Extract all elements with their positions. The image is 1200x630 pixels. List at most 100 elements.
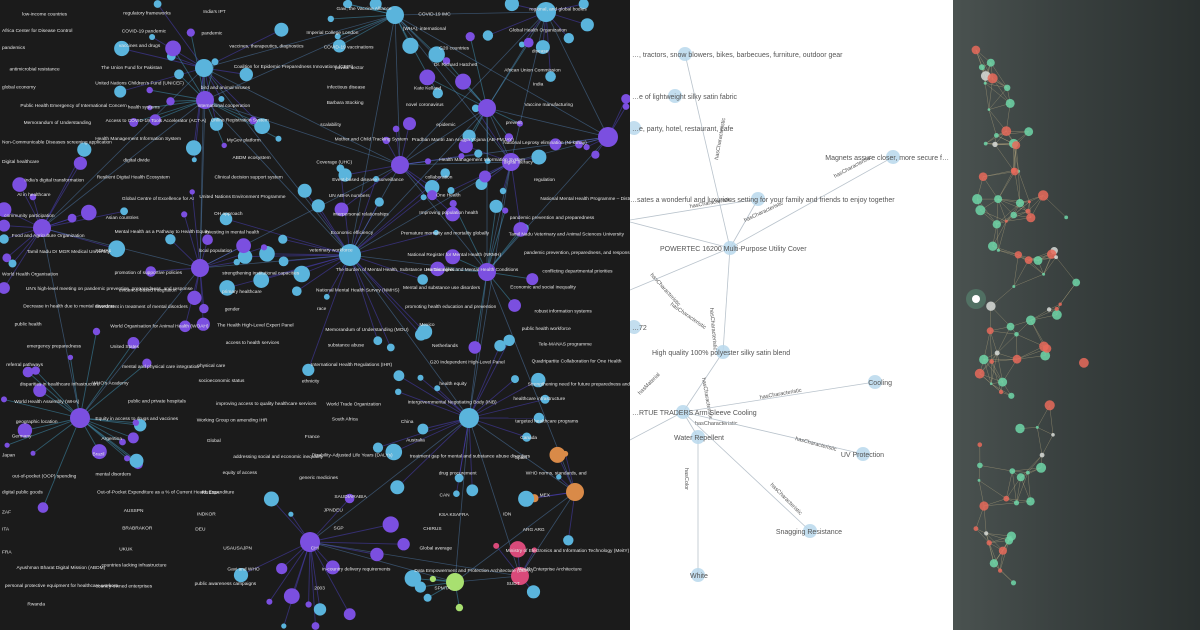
- network-node[interactable]: [186, 140, 202, 156]
- network-node[interactable]: [211, 58, 219, 66]
- network-node[interactable]: [575, 140, 583, 149]
- network-node[interactable]: [449, 200, 457, 208]
- network-node[interactable]: [430, 261, 445, 277]
- network-node[interactable]: [91, 444, 107, 460]
- network-node[interactable]: [370, 547, 384, 562]
- network-node[interactable]: [237, 249, 253, 264]
- kg-node[interactable]: [668, 89, 682, 103]
- network-node[interactable]: [276, 563, 288, 575]
- network-node[interactable]: [424, 180, 440, 195]
- network-node[interactable]: [535, 40, 550, 55]
- network-node[interactable]: [281, 623, 287, 629]
- network-node[interactable]: [179, 320, 191, 333]
- network-node[interactable]: [502, 207, 509, 214]
- network-node[interactable]: [468, 341, 482, 354]
- network-node[interactable]: [263, 491, 279, 507]
- network-node[interactable]: [419, 69, 436, 86]
- network-node[interactable]: [563, 33, 574, 44]
- network-node[interactable]: [311, 199, 325, 213]
- network-node[interactable]: [549, 446, 566, 463]
- network-hub-node[interactable]: [33, 219, 51, 237]
- network-node[interactable]: [494, 340, 506, 352]
- network-node[interactable]: [453, 490, 460, 498]
- network-node[interactable]: [455, 603, 464, 612]
- network-node[interactable]: [327, 15, 334, 23]
- network-node[interactable]: [531, 372, 546, 388]
- network-node[interactable]: [420, 194, 427, 201]
- network-node[interactable]: [458, 138, 473, 154]
- kg-node[interactable]: [886, 150, 900, 164]
- network-node[interactable]: [0, 202, 12, 217]
- network-node[interactable]: [92, 327, 101, 336]
- network-node[interactable]: [149, 114, 161, 126]
- network-node[interactable]: [149, 34, 156, 40]
- kg-node[interactable]: [716, 345, 730, 359]
- network-node[interactable]: [373, 336, 383, 346]
- network-node[interactable]: [372, 442, 384, 453]
- network-node[interactable]: [302, 363, 315, 376]
- network-node[interactable]: [533, 412, 545, 424]
- network-node[interactable]: [343, 0, 350, 8]
- network-hub-node[interactable]: [300, 532, 320, 552]
- network-node[interactable]: [540, 394, 550, 404]
- network-node[interactable]: [147, 105, 153, 111]
- network-node[interactable]: [433, 229, 439, 236]
- network-hub-node[interactable]: [196, 91, 214, 109]
- network-node[interactable]: [504, 133, 514, 142]
- network-node[interactable]: [531, 547, 538, 553]
- network-node[interactable]: [390, 480, 405, 495]
- network-node[interactable]: [526, 273, 539, 286]
- network-node[interactable]: [249, 116, 257, 125]
- network-node[interactable]: [392, 125, 400, 133]
- network-node[interactable]: [311, 622, 320, 630]
- kg-node[interactable]: [803, 524, 817, 538]
- network-node[interactable]: [578, 0, 589, 10]
- network-node[interactable]: [233, 258, 240, 266]
- network-node[interactable]: [146, 86, 153, 94]
- network-node[interactable]: [186, 28, 195, 37]
- network-node[interactable]: [114, 40, 130, 57]
- network-node[interactable]: [518, 41, 525, 48]
- network-node[interactable]: [129, 118, 139, 127]
- network-hub-node[interactable]: [478, 263, 496, 281]
- network-hub-node[interactable]: [536, 2, 556, 22]
- network-node[interactable]: [305, 601, 312, 608]
- network-node[interactable]: [404, 570, 422, 587]
- network-node[interactable]: [395, 388, 402, 395]
- network-node[interactable]: [522, 432, 532, 442]
- network-node[interactable]: [455, 73, 472, 90]
- network-node[interactable]: [622, 103, 630, 110]
- network-hub-node[interactable]: [446, 573, 464, 591]
- network-node[interactable]: [297, 183, 312, 198]
- network-node[interactable]: [8, 259, 17, 268]
- network-node[interactable]: [344, 493, 355, 504]
- network-node[interactable]: [415, 328, 427, 341]
- network-hub-node[interactable]: [478, 99, 496, 117]
- network-hub-node[interactable]: [70, 408, 90, 428]
- kg-node[interactable]: [723, 241, 737, 255]
- network-node[interactable]: [429, 575, 436, 583]
- network-node[interactable]: [556, 474, 562, 480]
- network-node[interactable]: [0, 219, 10, 232]
- network-node[interactable]: [509, 541, 526, 558]
- network-node[interactable]: [278, 256, 289, 267]
- network-node[interactable]: [445, 206, 460, 222]
- network-node[interactable]: [621, 94, 630, 104]
- network-node[interactable]: [580, 18, 594, 32]
- network-node[interactable]: [119, 438, 126, 446]
- network-hub-node[interactable]: [391, 156, 409, 174]
- network-node[interactable]: [187, 290, 202, 305]
- network-node[interactable]: [474, 149, 483, 158]
- network-node[interactable]: [313, 603, 327, 616]
- network-node[interactable]: [129, 453, 144, 468]
- network-node[interactable]: [145, 266, 157, 277]
- network-node[interactable]: [385, 443, 403, 461]
- network-hub-node[interactable]: [598, 127, 618, 147]
- network-node[interactable]: [142, 358, 152, 368]
- network-hub-node[interactable]: [195, 59, 213, 77]
- network-node[interactable]: [33, 383, 47, 397]
- kg-node[interactable]: [676, 405, 690, 419]
- network-node[interactable]: [374, 197, 384, 207]
- network-node[interactable]: [382, 136, 390, 145]
- network-node[interactable]: [0, 234, 9, 244]
